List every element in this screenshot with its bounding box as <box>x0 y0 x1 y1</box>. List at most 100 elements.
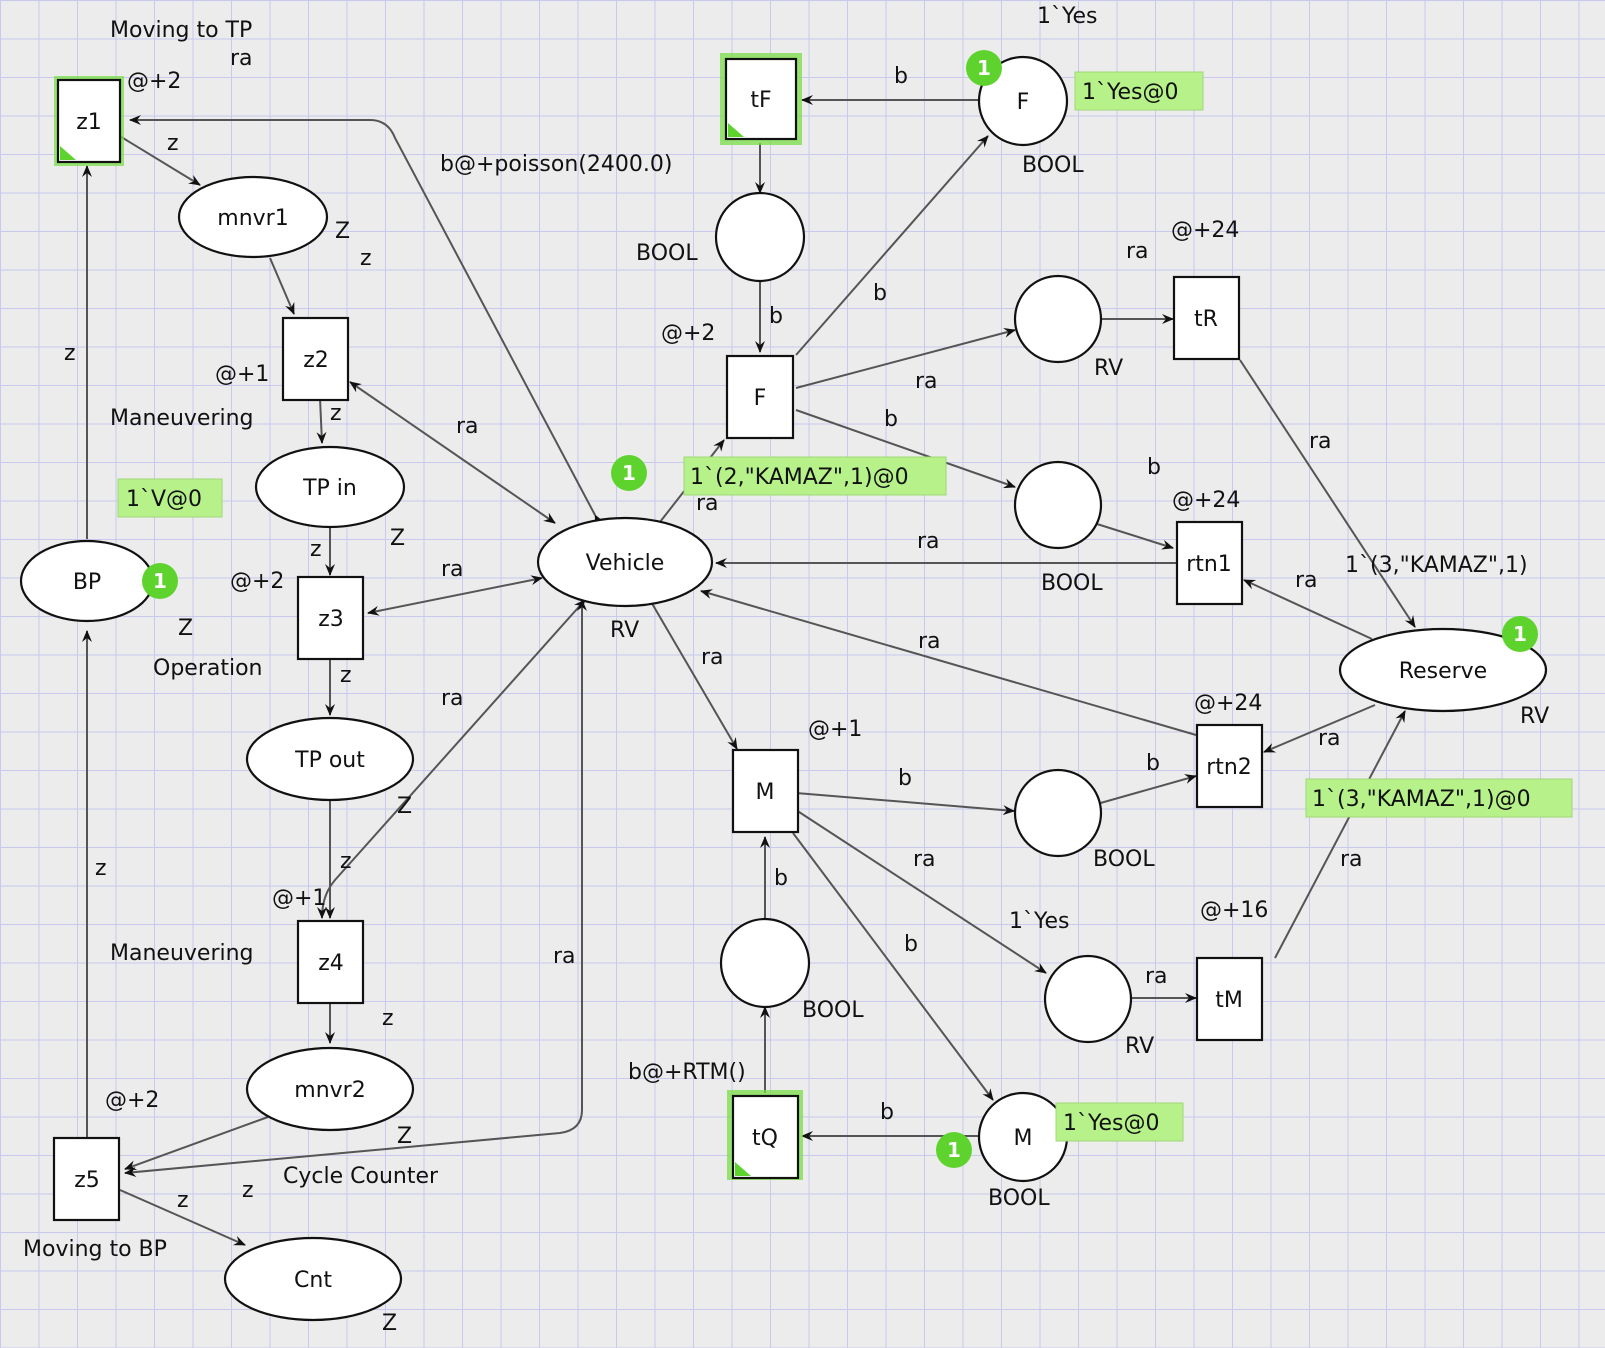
transition-rtn1[interactable] <box>1175 520 1244 606</box>
transition-z2[interactable] <box>281 316 350 402</box>
arc-M-p4[interactable] <box>795 792 1015 816</box>
place-p3[interactable] <box>1013 460 1103 550</box>
arcs <box>82 95 1416 1246</box>
place-mnvr1-label: mnvr1 <box>217 206 288 231</box>
label-reserve-type: RV <box>1520 704 1549 729</box>
transition-M[interactable] <box>731 748 800 834</box>
label-p5-type: RV <box>1125 1034 1154 1059</box>
transition-z4[interactable] <box>296 919 365 1005</box>
arc-M-p5[interactable] <box>795 809 1047 974</box>
place-tp-in[interactable] <box>254 445 406 529</box>
label-arc-m-tq: b <box>880 1100 894 1125</box>
arc-tr-reserve[interactable] <box>1239 359 1416 628</box>
token-reserve <box>1502 616 1538 652</box>
label-arc-F-p2: ra <box>915 369 938 394</box>
transition-F[interactable] <box>725 354 795 440</box>
label-arc-z5-vehicle: ra <box>553 944 576 969</box>
label-rtn2-delay: @+24 <box>1194 691 1262 716</box>
transition-F-label: F <box>754 386 767 411</box>
label-arc-z1-mnvr1: z <box>167 131 179 156</box>
place-p1[interactable] <box>714 191 806 283</box>
transition-z1-label: z1 <box>76 110 102 135</box>
arc-reserve-rtn2[interactable] <box>1263 704 1376 753</box>
arc-vehicle-z1[interactable] <box>129 115 605 528</box>
label-moving-to-tp: Moving to TP <box>110 18 252 43</box>
arc-vehicle-M[interactable] <box>649 599 738 750</box>
transition-tq[interactable] <box>731 1094 800 1180</box>
transition-M-label: M <box>756 780 775 805</box>
label-arc-rtn2-vehicle: ra <box>918 629 941 654</box>
transition-tr[interactable] <box>1172 275 1241 361</box>
arc-M-mplace[interactable] <box>792 832 994 1101</box>
place-p4[interactable] <box>1013 768 1103 858</box>
place-m-label: M <box>1014 1126 1033 1151</box>
arc-F-p3[interactable] <box>795 409 1016 489</box>
arc-F-p2[interactable] <box>795 327 1016 389</box>
transition-tf[interactable] <box>724 57 798 141</box>
arc-z5-cnt[interactable] <box>119 1189 246 1246</box>
place-p5[interactable] <box>1043 954 1133 1044</box>
place-p2[interactable] <box>1013 274 1103 364</box>
place-cnt[interactable] <box>223 1236 403 1322</box>
marking-vehicle: 1`(2,"KAMAZ",1)@0 <box>690 465 909 490</box>
transitions <box>52 53 1264 1222</box>
arc-mnvr1-z2[interactable] <box>269 257 295 315</box>
arc-z5-vehicle[interactable] <box>124 599 587 1177</box>
arc-reserve-rtn1[interactable] <box>1243 579 1373 640</box>
arc-p4-rtn2[interactable] <box>1096 774 1197 805</box>
place-tp-out[interactable] <box>245 716 415 802</box>
label-z1-delay: @+2 <box>127 69 181 94</box>
label-arc-p5-tm: ra <box>1145 964 1168 989</box>
label-arc-z5-cnt-b: z <box>242 1178 254 1203</box>
label-initial-reserve: 1`(3,"KAMAZ",1) <box>1345 553 1528 578</box>
label-p3-type: BOOL <box>1041 571 1103 596</box>
marking-f: 1`Yes@0 <box>1082 80 1179 105</box>
label-z5-delay: @+2 <box>105 1088 159 1113</box>
token-f <box>966 50 1002 86</box>
place-reserve[interactable] <box>1338 627 1548 713</box>
arc-z3-vehicle[interactable] <box>367 575 543 616</box>
place-mnvr2[interactable] <box>245 1046 415 1132</box>
transition-tm[interactable] <box>1195 956 1264 1042</box>
transition-z4-label: z4 <box>318 951 344 976</box>
transition-z5[interactable] <box>52 1136 121 1222</box>
transition-z3[interactable] <box>296 575 365 661</box>
arc-F-fplace[interactable] <box>795 135 989 356</box>
arc-z2-tpin[interactable] <box>316 397 327 444</box>
label-arc-rtn1-vehicle: ra <box>917 529 940 554</box>
label-arc-z4-mnvr2: z <box>382 1006 394 1031</box>
token-f-count: 1 <box>977 56 991 80</box>
arc-rtn2-vehicle[interactable] <box>700 589 1197 736</box>
token-vehicle <box>611 455 647 491</box>
transition-z5-label: z5 <box>74 1168 100 1193</box>
label-maneuvering-1: Maneuvering <box>110 406 254 431</box>
label-initial-f: 1`Yes <box>1037 4 1098 29</box>
place-cnt-label: Cnt <box>294 1268 332 1293</box>
place-f[interactable] <box>977 55 1069 147</box>
label-mnvr2-type: Z <box>397 1124 412 1149</box>
place-f-label: F <box>1017 90 1030 115</box>
token-m <box>936 1132 972 1168</box>
label-arc-p4-rtn2: b <box>1146 751 1160 776</box>
arc-p3-rtn1[interactable] <box>1096 523 1174 550</box>
arc-z1-mnvr1[interactable] <box>117 134 201 186</box>
token-reserve-count: 1 <box>1513 622 1527 646</box>
transition-tr-label: tR <box>1194 307 1218 332</box>
label-arc-z3-tpout: z <box>340 663 352 688</box>
label-z3-delay: @+2 <box>230 569 284 594</box>
place-reserve-label: Reserve <box>1399 659 1487 684</box>
place-vehicle[interactable] <box>536 516 714 608</box>
label-arc-M-p4: b <box>898 766 912 791</box>
place-mnvr1[interactable] <box>177 175 329 259</box>
label-maneuvering-2: Maneuvering <box>110 941 254 966</box>
transition-rtn2[interactable] <box>1195 723 1264 809</box>
label-operation: Operation <box>153 656 262 681</box>
arc-tm-reserve[interactable] <box>1274 710 1406 959</box>
arc-z2-vehicle[interactable] <box>349 381 556 524</box>
place-p6[interactable] <box>719 917 811 1009</box>
transition-z2-label: z2 <box>303 348 329 373</box>
label-f-type: BOOL <box>1022 153 1084 178</box>
transition-z1[interactable] <box>56 78 122 164</box>
label-initial-p5: 1`Yes <box>1009 909 1070 934</box>
label-arc-p3-rtn1: b <box>1147 455 1161 480</box>
